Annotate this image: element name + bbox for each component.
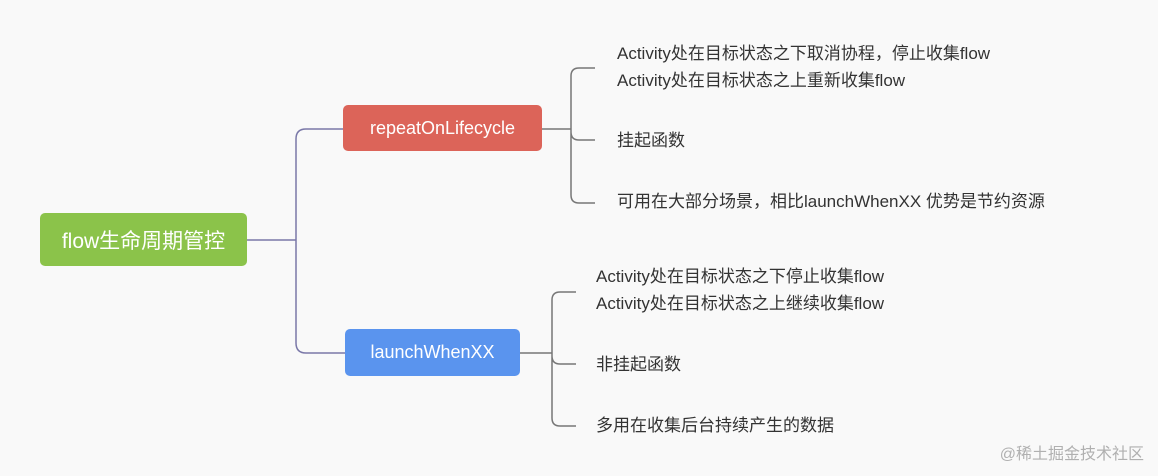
leaf-node[interactable]: 非挂起函数 [596, 351, 681, 378]
leaf-line: Activity处在目标状态之上继续收集flow [596, 294, 885, 313]
branch-connector-1 [295, 128, 345, 354]
branch-label: repeatOnLifecycle [369, 117, 516, 138]
leaf-line: 非挂起函数 [596, 355, 681, 374]
leaf-line: 多用在收集后台持续产生的数据 [596, 416, 834, 435]
branch-node-repeat-on-lifecycle[interactable]: repeatOnLifecycle [343, 105, 542, 151]
leaf-node[interactable]: Activity处在目标状态之下停止收集flow Activity处在目标状态之… [596, 263, 884, 317]
leaf-line: Activity处在目标状态之下取消协程，停止收集flow [617, 44, 991, 63]
branch-label: launchWhenXX [370, 342, 495, 362]
leaf-bracket-top [570, 67, 595, 204]
leaf-node[interactable]: 多用在收集后台持续产生的数据 [596, 412, 834, 439]
leaf-line: Activity处在目标状态之上重新收集flow [617, 71, 906, 90]
root-node[interactable]: flow生命周期管控 [40, 213, 247, 266]
leaf-bracket-bottom [551, 291, 576, 427]
watermark: @稀土掘金技术社区 [999, 446, 1144, 463]
leaf-node[interactable]: 可用在大部分场景，相比launchWhenXX 优势是节约资源 [617, 188, 1045, 215]
leaf-node[interactable]: 挂起函数 [617, 127, 685, 154]
branch-node-launch-when-xx[interactable]: launchWhenXX [345, 329, 520, 376]
leaf-line: 可用在大部分场景，相比launchWhenXX 优势是节约资源 [617, 192, 1045, 211]
root-label: flow生命周期管控 [61, 229, 226, 253]
leaf-line: 挂起函数 [617, 131, 685, 150]
leaf-node[interactable]: Activity处在目标状态之下取消协程，停止收集flow Activity处在… [617, 40, 990, 94]
leaf-line: Activity处在目标状态之下停止收集flow [596, 267, 885, 286]
